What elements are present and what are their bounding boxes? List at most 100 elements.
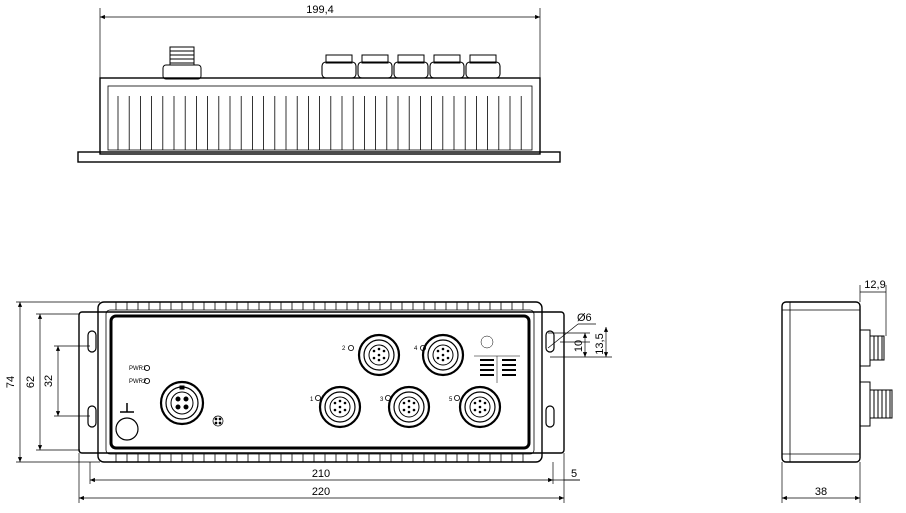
dim-edge-offset: 5 (571, 468, 577, 480)
port-pin (333, 408, 337, 412)
port-ring (458, 385, 502, 429)
port-pin (483, 408, 487, 412)
top-port-cap (469, 54, 497, 64)
top-port-cap (325, 54, 353, 64)
port-pin (412, 401, 416, 405)
port-pin (473, 408, 477, 412)
port-ring (318, 385, 362, 429)
port-pin (473, 401, 477, 405)
dim-front-inner-height: 62 (25, 376, 37, 388)
top-flange (77, 151, 561, 163)
dim-side-depth: 38 (815, 486, 827, 498)
port-pin (478, 399, 482, 403)
side-connector-upper (859, 329, 885, 367)
port-pin (382, 356, 386, 360)
top-port-connector (393, 61, 429, 79)
port-insert (329, 396, 351, 418)
top-port-connector (429, 61, 465, 79)
pinout-legend (474, 335, 520, 383)
top-port-connectors (321, 54, 501, 79)
front-body (97, 301, 543, 463)
port-pin (343, 408, 347, 412)
port-ring (421, 333, 465, 377)
port-insert (398, 396, 420, 418)
dim-hole-offset-large: 13,5 (594, 333, 606, 354)
port-pin (478, 405, 482, 409)
port-pin (483, 401, 487, 405)
dim-hole-diameter: Ø6 (577, 312, 592, 324)
port-pin (478, 410, 482, 414)
port-pin (402, 408, 406, 412)
front-flange (78, 311, 565, 454)
port-pin (441, 347, 445, 351)
side-view (781, 285, 893, 503)
port-pin (407, 399, 411, 403)
mounting-slots (87, 330, 555, 428)
port-pin (338, 405, 342, 409)
port-pin (333, 401, 337, 405)
port-inner (363, 339, 395, 371)
port-insert (469, 396, 491, 418)
port-pin (412, 408, 416, 412)
port-ring (387, 385, 431, 429)
port-pin (372, 356, 376, 360)
port-pin (441, 353, 445, 357)
dim-front-height: 74 (5, 376, 17, 388)
port-inner (393, 391, 425, 423)
port-3-label: 3 (380, 397, 384, 403)
port-pin (377, 347, 381, 351)
dim-front-inner-width: 210 (312, 468, 330, 480)
port-pin (343, 401, 347, 405)
port-2-label: 2 (342, 346, 346, 352)
top-view (77, 8, 561, 163)
port-pin (446, 356, 450, 360)
port-pin (407, 405, 411, 409)
power-pinout (212, 415, 224, 427)
port-pin (377, 358, 381, 362)
front-view (78, 301, 565, 463)
side-connector-lower (859, 381, 893, 427)
port-pin (407, 410, 411, 414)
top-port-cap (397, 54, 425, 64)
pwr2-led (143, 377, 151, 385)
side-body (781, 301, 861, 463)
port-pin (377, 353, 381, 357)
port-pin (436, 349, 440, 353)
cooling-fins (117, 96, 522, 150)
top-port-cap (361, 54, 389, 64)
port-inner (427, 339, 459, 371)
port-4-label: 4 (414, 346, 418, 352)
port-pin (402, 401, 406, 405)
front-panel (109, 314, 531, 450)
port-1-label: 1 (310, 397, 314, 403)
port-pin (382, 349, 386, 353)
port-labels: 2 4 1 3 5 (310, 346, 453, 403)
dim-top-width: 199,4 (306, 4, 334, 16)
port-ring (357, 333, 401, 377)
top-port-connector (465, 61, 501, 79)
port-pin (441, 358, 445, 362)
port-pin (372, 349, 376, 353)
pwr1-led (143, 364, 151, 372)
dim-front-width: 220 (312, 486, 330, 498)
dim-hole-offset-small: 10 (573, 340, 585, 352)
pwr-leds: PWR1 PWR2 (129, 364, 151, 385)
port-pin (338, 410, 342, 414)
pwr1-label: PWR1 (129, 366, 147, 372)
front-dimensions (16, 301, 612, 503)
port-insert (432, 344, 454, 366)
dim-hole-spacing: 32 (43, 375, 55, 387)
power-connector (159, 380, 205, 426)
port-pin (338, 399, 342, 403)
pwr2-label: PWR2 (129, 379, 147, 385)
port-leds (314, 344, 460, 401)
port-pin (446, 349, 450, 353)
port-inner (464, 391, 496, 423)
top-power-connector (162, 46, 202, 80)
top-body (99, 77, 541, 155)
top-port-cap (433, 54, 461, 64)
dim-side-connector-depth: 12,9 (864, 279, 885, 291)
port-insert (368, 344, 390, 366)
port-5-label: 5 (449, 397, 453, 403)
